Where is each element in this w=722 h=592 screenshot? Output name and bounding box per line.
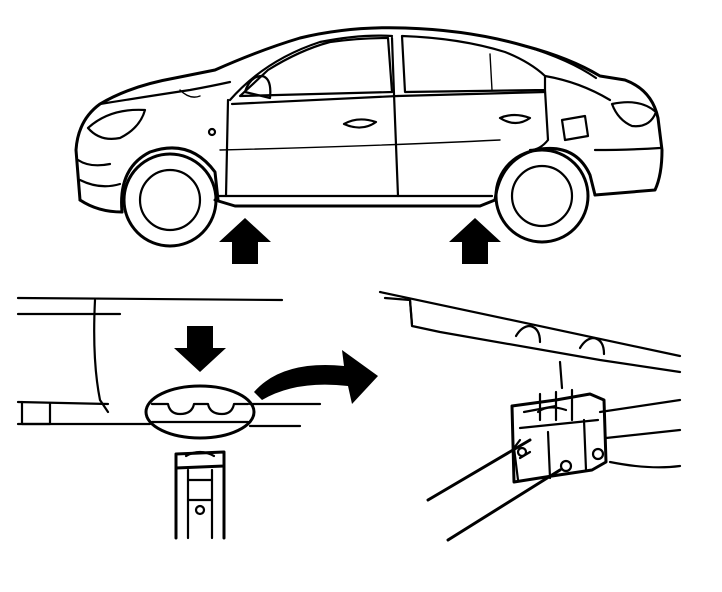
sill-notch-icon (144, 384, 256, 440)
jack-saddle-icon (510, 360, 608, 484)
car-body-icon (74, 26, 664, 248)
up-arrow-icon (449, 218, 501, 264)
jack-head-icon (174, 450, 226, 540)
up-arrow-icon (219, 218, 271, 264)
down-arrow-icon (174, 326, 226, 372)
jack-point-closeup (16, 296, 378, 540)
jack-engaged-detail (378, 290, 682, 542)
car-side-view (74, 26, 664, 264)
curved-arrow-icon (254, 350, 378, 404)
